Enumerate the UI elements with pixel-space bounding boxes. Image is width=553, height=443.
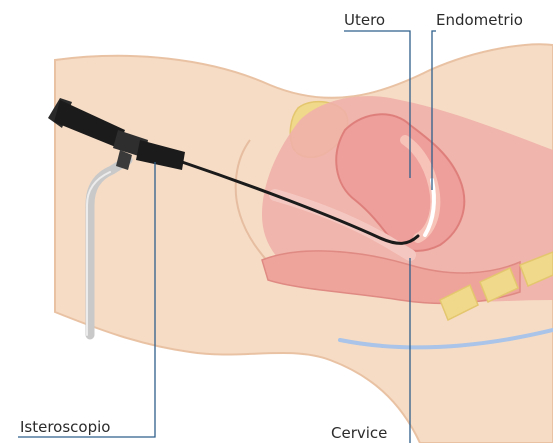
label-endometrio: Endometrio	[436, 11, 523, 29]
label-cervice: Cervice	[331, 424, 387, 442]
label-utero: Utero	[344, 11, 385, 29]
label-isteroscopio: Isteroscopio	[20, 418, 110, 436]
